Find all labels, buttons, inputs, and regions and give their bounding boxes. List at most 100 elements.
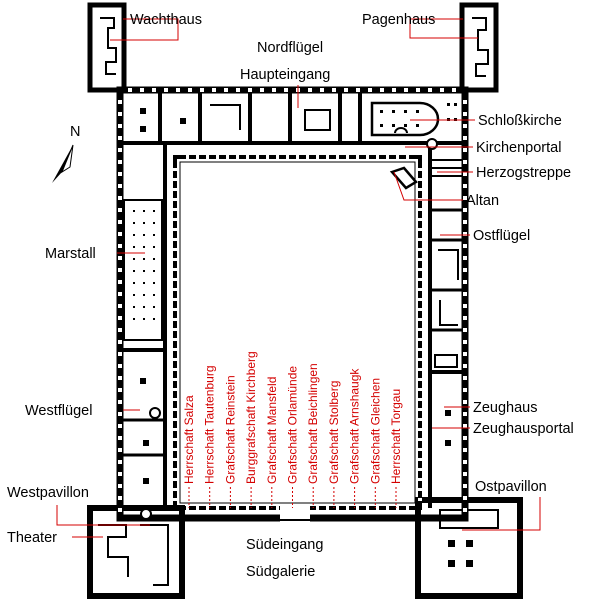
window-mark bbox=[336, 155, 339, 159]
ostpavillon-block bbox=[415, 497, 523, 599]
window-mark bbox=[418, 178, 422, 181]
label-haupteingang: Haupteingang bbox=[240, 67, 330, 83]
window-mark bbox=[463, 328, 467, 332]
label-westfluegel: Westflügel bbox=[25, 403, 92, 419]
window-mark bbox=[452, 88, 456, 92]
window-mark bbox=[173, 338, 177, 341]
window-mark bbox=[173, 328, 177, 331]
window-mark bbox=[418, 268, 422, 271]
galerie-name: Grafschaft Mansfeld bbox=[265, 377, 279, 484]
window-mark bbox=[418, 438, 422, 441]
window-mark bbox=[173, 188, 177, 191]
window-mark bbox=[316, 155, 319, 159]
label-altan: Altan bbox=[466, 193, 499, 209]
window-mark bbox=[418, 248, 422, 251]
pagenhaus-tower bbox=[459, 2, 499, 93]
galerie-name: Burggrafschaft Kirchberg bbox=[244, 351, 258, 484]
window-mark bbox=[463, 148, 467, 152]
window-mark bbox=[173, 388, 177, 391]
window-mark bbox=[320, 88, 324, 92]
window-mark bbox=[463, 364, 467, 368]
window-mark bbox=[118, 124, 122, 128]
label-herzogstreppe: Herzogstreppe bbox=[476, 165, 571, 181]
window-mark bbox=[200, 88, 204, 92]
window-mark bbox=[173, 498, 177, 501]
window-mark bbox=[196, 506, 199, 510]
window-mark bbox=[173, 298, 177, 301]
window-mark bbox=[260, 88, 264, 92]
window-mark bbox=[236, 88, 240, 92]
window-mark bbox=[463, 268, 467, 272]
window-mark bbox=[118, 184, 122, 188]
window-mark bbox=[366, 506, 369, 510]
window-mark bbox=[118, 100, 122, 104]
window-mark bbox=[366, 155, 369, 159]
building-walls bbox=[87, 2, 523, 599]
window-mark bbox=[173, 428, 177, 431]
window-mark bbox=[463, 352, 467, 356]
window-marks bbox=[118, 88, 467, 512]
label-zeughausportal: Zeughausportal bbox=[473, 421, 574, 437]
window-mark bbox=[418, 208, 422, 211]
window-mark bbox=[463, 112, 467, 116]
window-mark bbox=[118, 328, 122, 332]
window-mark bbox=[418, 238, 422, 241]
window-mark bbox=[173, 258, 177, 261]
window-mark bbox=[173, 168, 177, 171]
label-suedeingang: Südeingang bbox=[246, 537, 323, 553]
window-mark bbox=[463, 388, 467, 392]
window-mark bbox=[418, 468, 422, 471]
window-mark bbox=[418, 378, 422, 381]
window-mark bbox=[173, 458, 177, 461]
window-mark bbox=[418, 218, 422, 221]
label-westpavillon: Westpavillon bbox=[7, 485, 89, 501]
window-mark bbox=[463, 160, 467, 164]
galerie-name: Herrschaft Torgau bbox=[389, 389, 403, 484]
window-mark bbox=[463, 136, 467, 140]
window-mark bbox=[118, 220, 122, 224]
window-mark bbox=[118, 484, 122, 488]
window-mark bbox=[463, 184, 467, 188]
window-mark bbox=[256, 506, 259, 510]
window-mark bbox=[336, 506, 339, 510]
window-mark bbox=[266, 155, 269, 159]
window-mark bbox=[463, 244, 467, 248]
leader-lines bbox=[56, 18, 541, 538]
window-mark bbox=[306, 506, 309, 510]
window-mark bbox=[118, 244, 122, 248]
window-mark bbox=[118, 208, 122, 212]
window-mark bbox=[173, 218, 177, 221]
window-mark bbox=[386, 155, 389, 159]
window-mark bbox=[396, 506, 399, 510]
window-mark bbox=[463, 292, 467, 296]
window-mark bbox=[296, 506, 299, 510]
window-mark bbox=[186, 155, 189, 159]
window-mark bbox=[404, 88, 408, 92]
window-mark bbox=[418, 418, 422, 421]
window-mark bbox=[118, 424, 122, 428]
label-ostfluegel: Ostflügel bbox=[473, 228, 530, 244]
galerie-name: Grafschaft Arnshaugk bbox=[348, 368, 362, 484]
window-mark bbox=[206, 506, 209, 510]
window-mark bbox=[326, 155, 329, 159]
window-mark bbox=[186, 506, 189, 510]
window-mark bbox=[463, 400, 467, 404]
window-mark bbox=[463, 172, 467, 176]
window-mark bbox=[152, 88, 156, 92]
window-mark bbox=[418, 478, 422, 481]
window-mark bbox=[386, 506, 389, 510]
window-mark bbox=[118, 412, 122, 416]
window-mark bbox=[418, 288, 422, 291]
label-ostpavillon: Ostpavillon bbox=[475, 479, 547, 495]
window-mark bbox=[463, 124, 467, 128]
galerie-name: Grafschaft Beichlingen bbox=[306, 363, 320, 484]
north-label: N bbox=[70, 124, 80, 140]
wachthaus-tower bbox=[87, 2, 127, 93]
window-mark bbox=[173, 248, 177, 251]
window-mark bbox=[418, 338, 422, 341]
window-mark bbox=[463, 232, 467, 236]
window-mark bbox=[118, 148, 122, 152]
window-mark bbox=[463, 340, 467, 344]
window-mark bbox=[118, 256, 122, 260]
ostpavillon-pillars bbox=[448, 540, 473, 567]
